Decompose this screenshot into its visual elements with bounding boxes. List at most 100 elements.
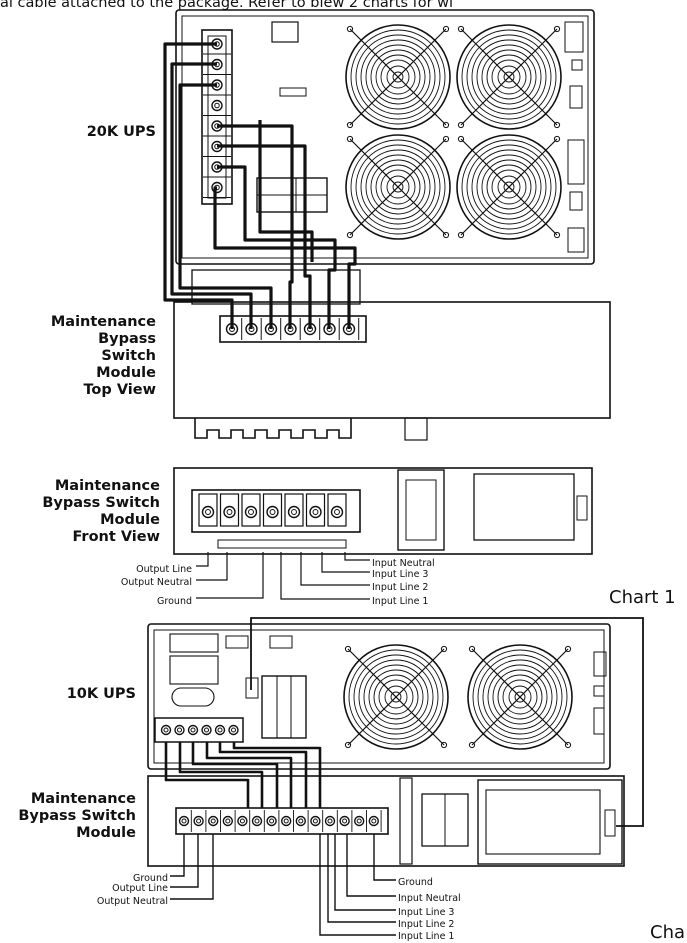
front-terminal-2-core — [248, 509, 254, 515]
front-terminal-4-core — [291, 509, 297, 515]
k10-right-leader-3 — [327, 834, 396, 923]
ups-20k-chassis — [175, 9, 595, 265]
k10-right-leader-2 — [334, 834, 396, 911]
front-terminal-5-core — [312, 509, 319, 515]
wire-10k-2 — [191, 742, 279, 808]
bypass10k-terminal-10 — [324, 815, 336, 827]
bypass10k-terminal-1 — [193, 815, 204, 827]
wire-10k-3 — [205, 742, 293, 808]
ups-20k-terminal-block — [201, 29, 233, 205]
wire-20k-6 — [213, 186, 357, 329]
front-terminal-3 — [266, 505, 279, 519]
k10-ground-left-label: Ground — [133, 873, 168, 884]
front-terminal-3-core — [269, 509, 276, 515]
wire-10k-0 — [164, 742, 250, 808]
bypass10k-terminal-3-core — [225, 818, 231, 824]
ups20k-terminal-7 — [211, 181, 223, 194]
k10-output-line-label: Output Line — [112, 883, 168, 894]
k10-right-leader-1 — [346, 834, 396, 897]
bypass10k-terminal-0-core — [181, 818, 187, 824]
bypass10k-terminal-9-core — [312, 818, 318, 824]
ups20k-terminal-3 — [211, 99, 223, 112]
front-terminal-1 — [223, 505, 236, 519]
bypass10k-terminal-7-core — [283, 818, 289, 824]
k10-input-neutral-label: Input Neutral — [398, 893, 461, 904]
bypass10k-terminal-0 — [178, 815, 190, 827]
bypass-module-10k — [147, 775, 625, 867]
ups10k-terminal-2-core — [190, 727, 196, 733]
front-terminal-1-core — [226, 509, 233, 515]
front-terminal-housing-4 — [284, 493, 304, 527]
bypass10k-terminal-7 — [281, 815, 292, 827]
wire-10k-4 — [218, 742, 308, 808]
ups10k-terminal-4 — [214, 724, 226, 736]
front-terminal-housing-0 — [198, 493, 218, 527]
fv-input-line3-label: Input Line 3 — [372, 569, 429, 580]
fv-input-line2-label: Input Line 2 — [372, 582, 429, 593]
wire-10k-1 — [178, 742, 264, 808]
bypass-top-view-label: Maintenance Bypass Switch Module Top Vie… — [50, 314, 156, 398]
ups10k-terminal-2 — [187, 724, 199, 736]
k10-ground-right-label: Ground — [398, 877, 433, 888]
fv-ground-label: Ground — [157, 596, 192, 607]
bypass10k-terminal-12 — [354, 815, 365, 827]
bypass10k-terminal-3 — [222, 815, 234, 827]
fv-right-leader-2 — [300, 552, 370, 586]
bypass-front-view — [173, 467, 593, 555]
chart1-signal-line — [250, 617, 644, 827]
bypass10k-terminal-11-core — [342, 818, 348, 824]
fan-10k-right-icon — [467, 644, 573, 750]
k10-input-line3-label: Input Line 3 — [398, 907, 455, 918]
fan-20k-top-right-icon — [456, 24, 562, 130]
fv-left-leader-1 — [196, 552, 228, 581]
front-terminal-housing-1 — [219, 493, 240, 527]
bypass10k-terminal-10-core — [327, 818, 333, 824]
ups-20k-label: 20K UPS — [86, 124, 156, 140]
fan-10k-left-icon — [343, 644, 449, 750]
bypass10k-terminal-8-core — [298, 818, 304, 824]
bypass10k-terminal-6 — [266, 815, 277, 827]
bypass-top-view — [173, 269, 611, 441]
ups10k-terminal-1-core — [176, 727, 183, 733]
ups10k-terminal-4-core — [217, 727, 223, 733]
wire-20k-5 — [217, 165, 337, 329]
ups10k-terminal-0-core — [163, 727, 169, 733]
ups10k-terminal-5-core — [230, 727, 237, 733]
ups10k-terminal-1 — [174, 724, 185, 736]
bypass10k-terminal-4-core — [239, 818, 245, 824]
fv-left-leader-0 — [196, 552, 209, 567]
ups-10k-label: 10K UPS — [66, 686, 136, 702]
ups-10k-terminal-block — [154, 717, 244, 743]
k10-left-leader-1 — [170, 834, 199, 888]
chart1-label: Chart 1 — [609, 587, 676, 608]
k10-input-line2-label: Input Line 2 — [398, 919, 455, 930]
fan-20k-top-left-icon — [345, 24, 451, 130]
fv-right-leader-3 — [280, 552, 370, 600]
ups10k-terminal-3 — [201, 724, 212, 736]
front-terminal-2 — [244, 505, 258, 519]
k10-input-line1-label: Input Line 1 — [398, 931, 455, 942]
fv-output-neutral-label: Output Neutral — [120, 577, 192, 588]
k10-output-neutral-label: Output Neutral — [96, 896, 168, 907]
fan-20k-bottom-left-icon — [345, 134, 451, 240]
fan-20k-bottom-right-icon — [456, 134, 562, 240]
wire-20k-4 — [217, 144, 312, 329]
bypass-10k-label: Maintenance Bypass Switch Module — [18, 791, 136, 841]
front-terminal-4 — [287, 505, 301, 519]
bypass10k-terminal-2-core — [210, 818, 216, 824]
bypass10k-terminal-2 — [207, 815, 219, 827]
ups10k-terminal-5 — [228, 724, 239, 736]
front-terminal-housing-6 — [327, 493, 347, 527]
front-terminal-6-core — [334, 509, 340, 515]
wire-20k-0 — [163, 42, 234, 329]
fv-right-leader-1 — [321, 552, 370, 573]
ups10k-terminal-3-core — [203, 727, 210, 733]
wire-20k-1 — [170, 62, 253, 329]
k10-right-leader-0 — [373, 834, 396, 881]
k10-left-leader-2 — [170, 834, 214, 900]
bypass10k-terminal-4 — [237, 815, 248, 827]
ups10k-terminal-0 — [160, 724, 172, 736]
bypass10k-terminal-9 — [310, 815, 321, 827]
bypass10k-terminal-1-core — [196, 818, 202, 824]
